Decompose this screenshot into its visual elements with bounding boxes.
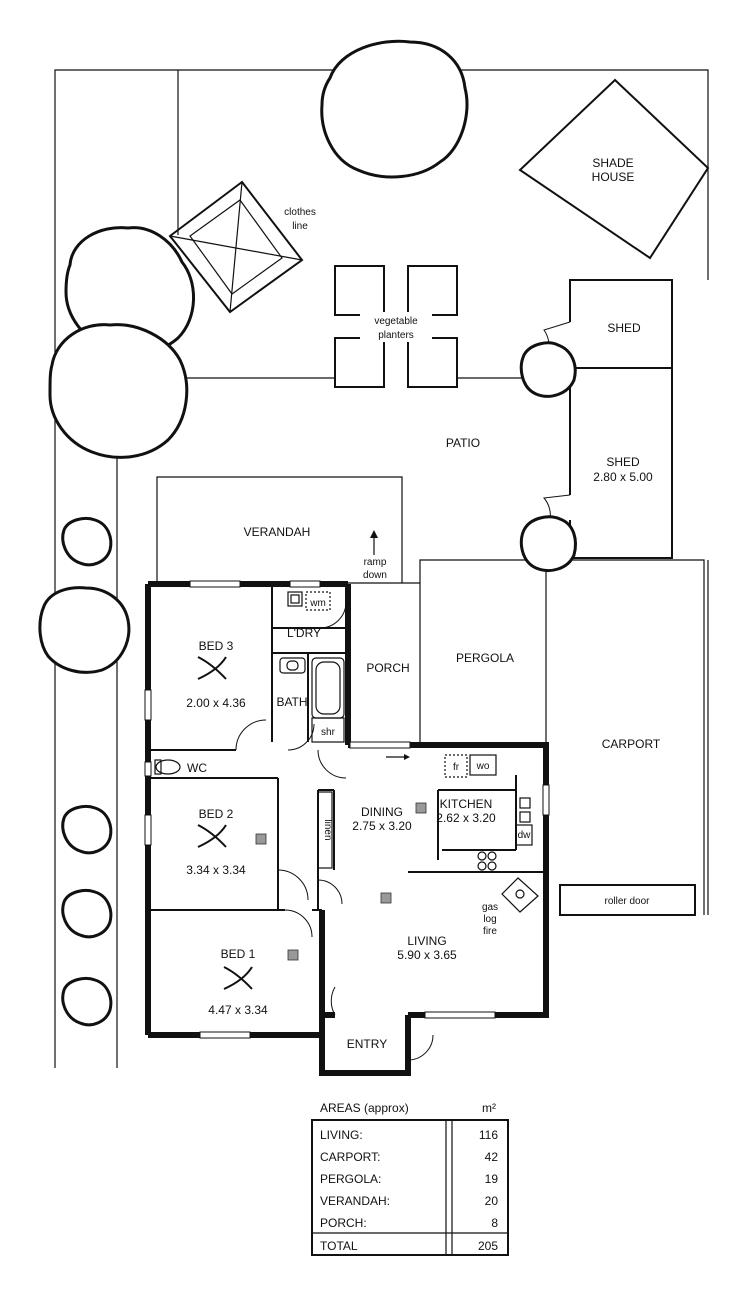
carport: CARPORT roller door [545,559,705,916]
svg-text:3.34 x 3.34: 3.34 x 3.34 [186,863,246,877]
svg-text:fr: fr [453,762,460,773]
porch: PORCH [348,582,420,760]
svg-text:SHADE: SHADE [592,156,633,170]
areas-row-value: 42 [485,1150,499,1164]
doors [235,601,434,1061]
shade-house: SHADE HOUSE [518,78,710,260]
svg-text:PORCH: PORCH [366,661,409,675]
areas-row-name: PORCH: [320,1216,367,1230]
areas-row-value: 20 [485,1194,499,1208]
svg-text:KITCHEN: KITCHEN [440,797,493,811]
areas-row-value: 19 [485,1172,499,1186]
svg-text:4.47 x 3.34: 4.47 x 3.34 [208,1003,268,1017]
svg-text:ramp: ramp [364,557,387,568]
areas-unit: m² [482,1101,496,1115]
svg-text:BATH: BATH [276,695,307,709]
svg-text:L'DRY: L'DRY [287,626,321,640]
svg-text:fire: fire [483,926,497,937]
svg-text:2.00 x 4.36: 2.00 x 4.36 [186,696,246,710]
areas-row-value: 8 [491,1216,498,1230]
svg-text:LIVING: LIVING [407,934,446,948]
svg-text:SHED: SHED [606,455,640,469]
svg-text:vegetable: vegetable [374,316,418,327]
svg-text:BED 3: BED 3 [199,639,234,653]
svg-text:clothes: clothes [284,207,316,218]
windows [144,580,550,1039]
areas-row-value: 116 [479,1128,498,1142]
property-boundary [54,69,709,1068]
svg-text:planters: planters [378,330,414,341]
trees [38,39,577,1027]
areas-title: AREAS (approx) [320,1101,409,1115]
svg-text:down: down [363,570,387,581]
svg-text:line: line [292,221,308,232]
svg-text:shr: shr [321,727,336,738]
areas-row-name: CARPORT: [320,1150,380,1164]
svg-text:roller door: roller door [604,896,650,907]
svg-text:5.90 x 3.65: 5.90 x 3.65 [397,948,457,962]
svg-text:HOUSE: HOUSE [592,170,635,184]
svg-text:wo: wo [476,761,490,772]
vegetable-planters: vegetable planters [334,265,458,388]
svg-text:BED 1: BED 1 [221,947,256,961]
svg-text:2.80 x 5.00: 2.80 x 5.00 [593,470,653,484]
clothes-line: clothes line [168,180,316,314]
areas-total-value: 205 [478,1239,498,1253]
svg-text:ENTRY: ENTRY [347,1037,387,1051]
svg-text:linen: linen [322,819,333,840]
vents [255,802,427,961]
svg-text:CARPORT: CARPORT [602,737,661,751]
svg-text:wm: wm [309,598,326,609]
verandah: VERANDAH ramp down [156,476,403,583]
areas-row-name: LIVING: [320,1128,363,1142]
room-labels: BED 3 2.00 x 4.36 BED 2 3.34 x 3.34 BED … [186,639,496,1051]
svg-text:dw: dw [518,830,532,841]
svg-text:log: log [483,914,496,925]
svg-text:SHED: SHED [607,321,641,335]
shed-lower: SHED 2.80 x 5.00 [543,368,673,559]
svg-text:PERGOLA: PERGOLA [456,651,514,665]
areas-row-name: VERANDAH: [320,1194,390,1208]
pergola: PERGOLA [419,559,546,745]
svg-text:BED 2: BED 2 [199,807,234,821]
svg-text:2.62 x 3.20: 2.62 x 3.20 [436,811,496,825]
svg-text:WC: WC [187,761,207,775]
ceiling-fans [197,656,253,990]
svg-text:VERANDAH: VERANDAH [244,525,311,539]
svg-text:DINING: DINING [361,805,403,819]
fixtures: wm L'DRY BATH shr WC fr wo dw gas log fi… [154,591,539,937]
svg-text:gas: gas [482,902,498,913]
svg-text:PATIO: PATIO [446,436,480,450]
areas-total-label: TOTAL [320,1239,358,1253]
svg-text:2.75 x 3.20: 2.75 x 3.20 [352,819,412,833]
areas-row-name: PERGOLA: [320,1172,381,1186]
